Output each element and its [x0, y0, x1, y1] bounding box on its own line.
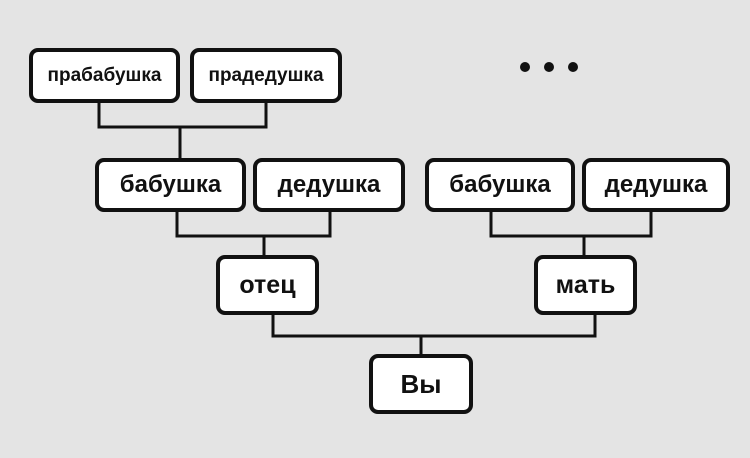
node-label: Вы — [400, 369, 442, 399]
node-label: отец — [239, 270, 296, 299]
node-label: бабушка — [119, 171, 222, 198]
node-label: прабабушка — [47, 65, 162, 86]
node-paternal-grandmother: бабушка — [95, 158, 246, 212]
dot-icon — [568, 62, 578, 72]
node-you: Вы — [369, 354, 473, 414]
node-label: мать — [555, 270, 616, 299]
node-label: дедушка — [604, 171, 708, 198]
node-maternal-grandfather: дедушка — [582, 158, 730, 212]
node-maternal-grandmother: бабушка — [425, 158, 575, 212]
node-father: отец — [216, 255, 319, 315]
dot-icon — [544, 62, 554, 72]
node-great-grandmother: прабабушка — [29, 48, 180, 103]
node-label: прадедушка — [208, 65, 324, 86]
node-great-grandfather: прадедушка — [190, 48, 342, 103]
node-mother: мать — [534, 255, 637, 315]
ellipsis-icon — [518, 62, 588, 76]
node-label: дедушка — [277, 171, 381, 198]
node-paternal-grandfather: дедушка — [253, 158, 405, 212]
dot-icon — [520, 62, 530, 72]
node-label: бабушка — [449, 171, 551, 198]
